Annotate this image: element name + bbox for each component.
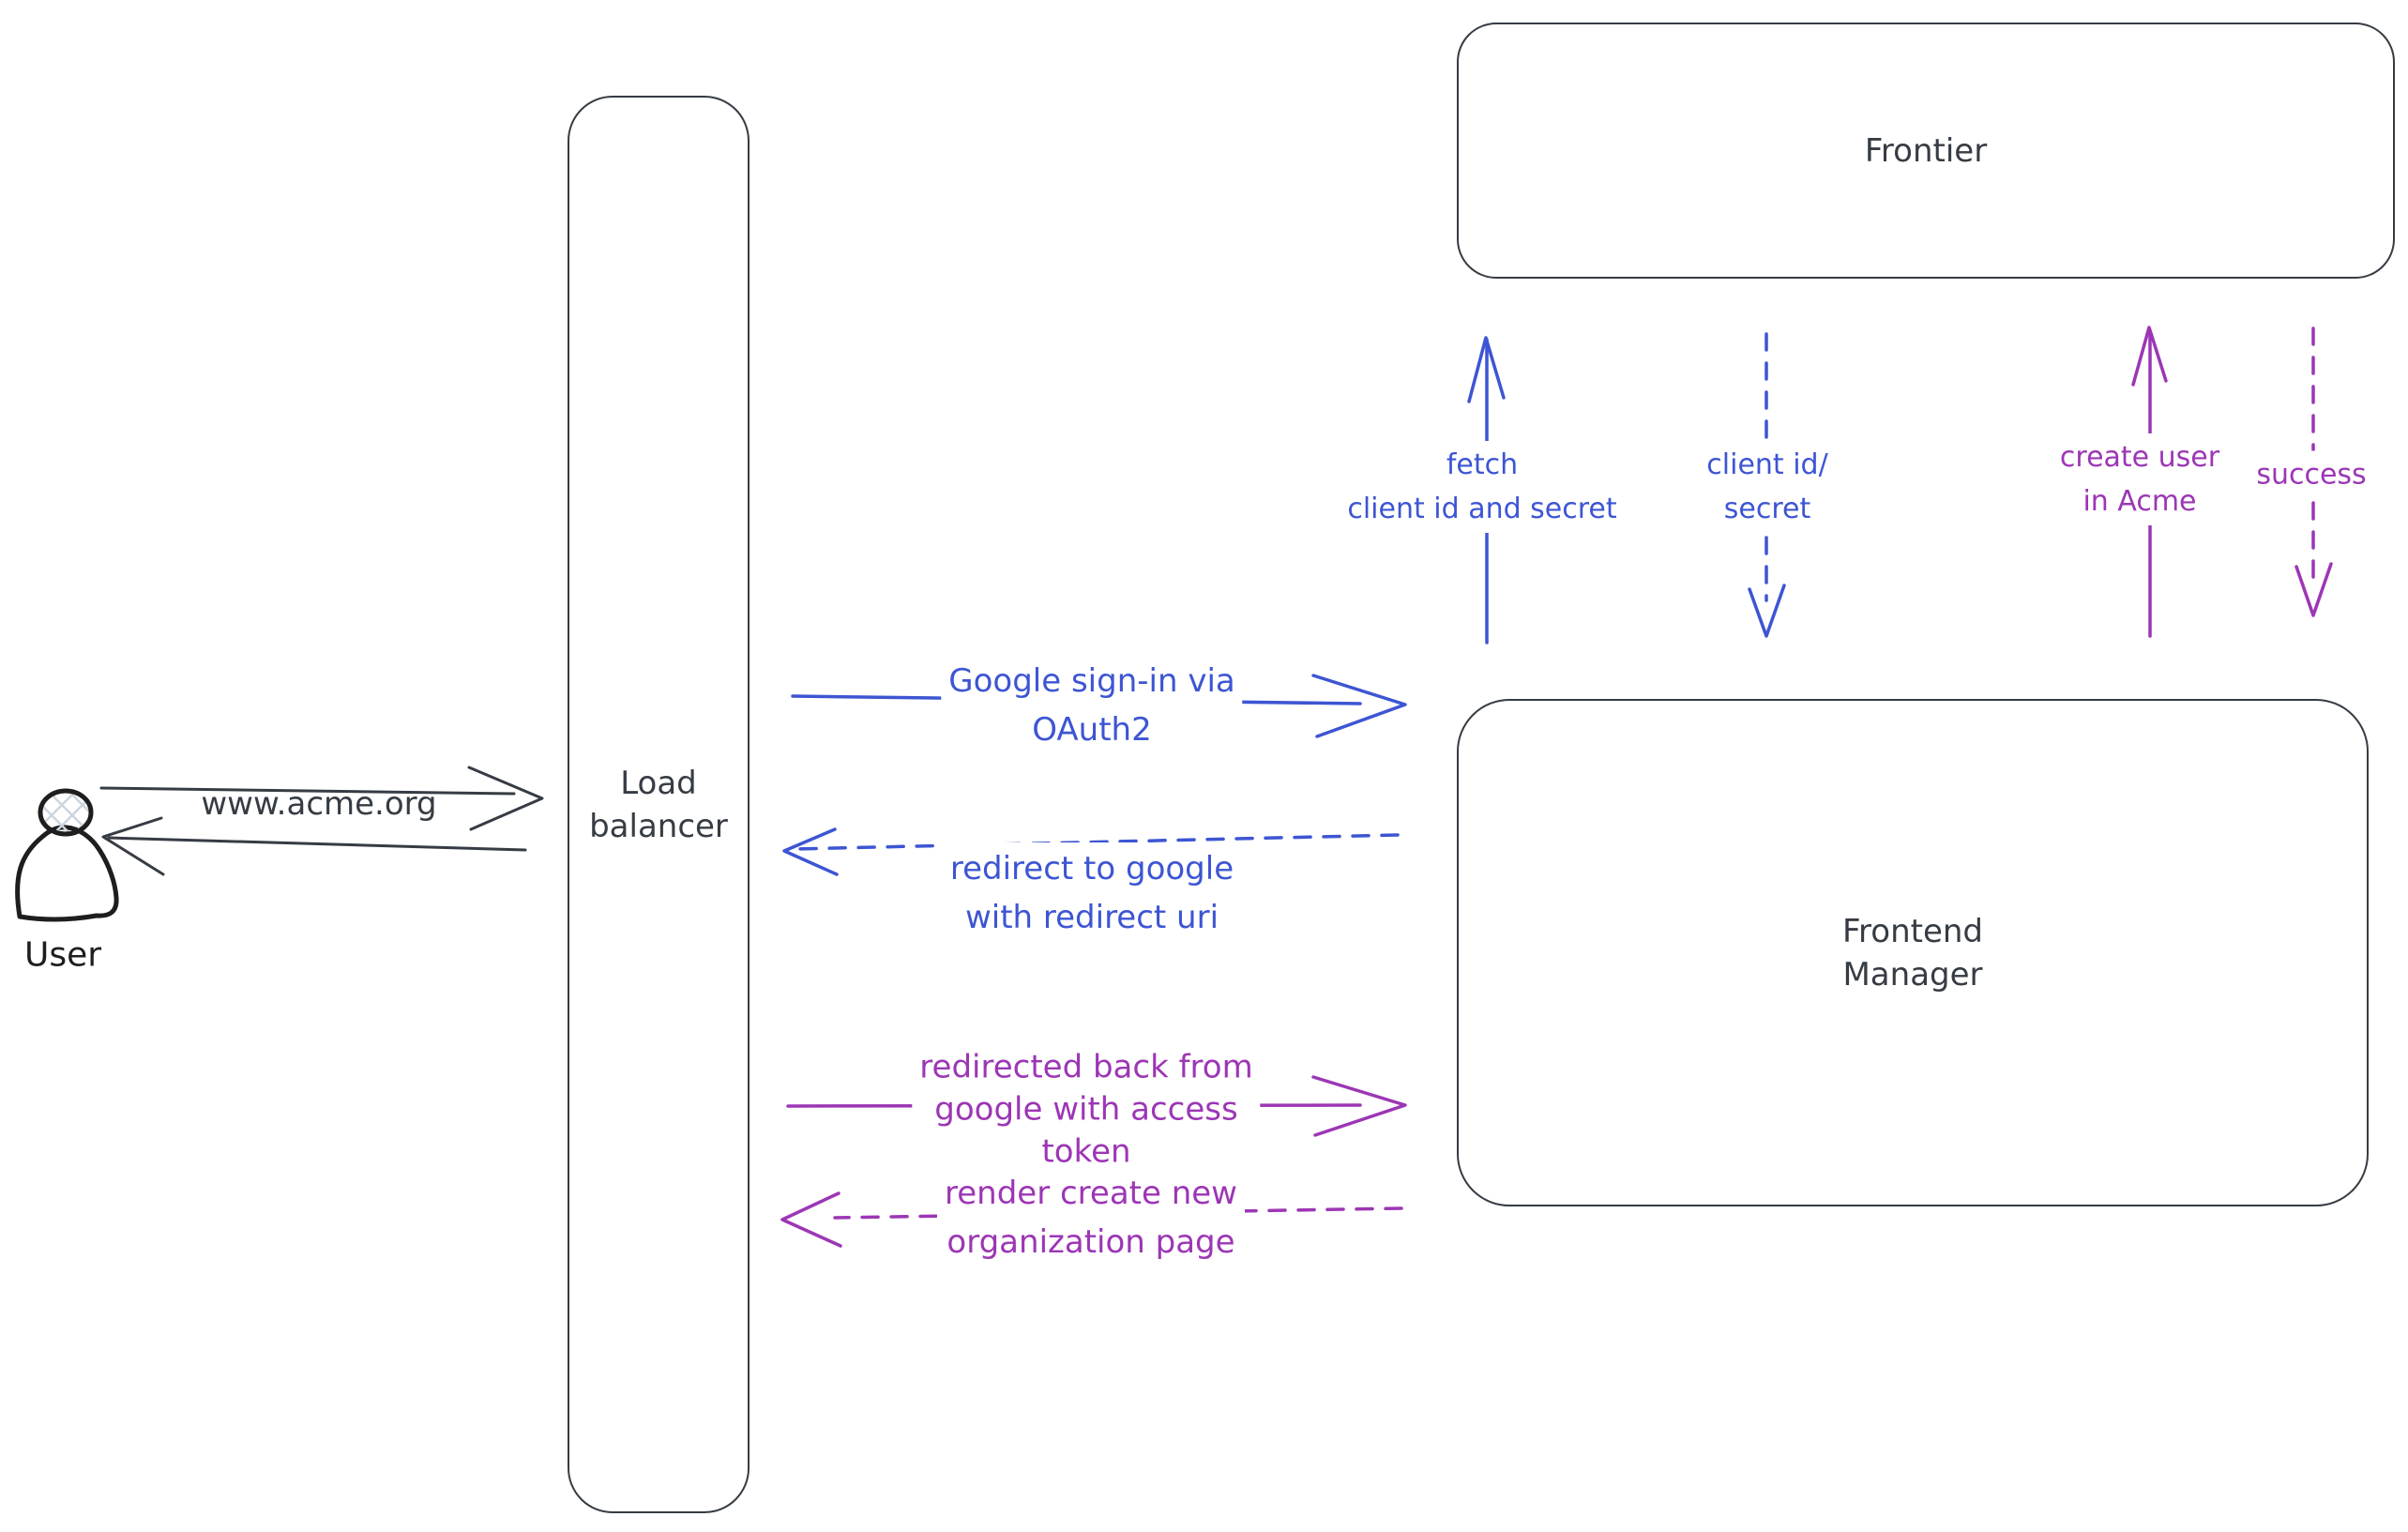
arrow-return-to-user xyxy=(101,816,527,876)
edge-label-www-acme: www.acme.org xyxy=(201,785,437,823)
edge-label-redirected-back: redirected back from google with access … xyxy=(912,1044,1261,1176)
arrow-redirect-google xyxy=(782,827,1400,876)
edge-label-client-id-secret: client id/ secret xyxy=(1699,441,1836,533)
edge-label-success: success xyxy=(2252,450,2370,499)
frontier-label: Frontier xyxy=(1864,131,1988,170)
arrow-www-acme xyxy=(99,766,544,831)
edge-label-create-user: create user in Acme xyxy=(2055,433,2224,525)
edge-label-render-org-page: render create new organization page xyxy=(937,1167,1245,1268)
user-figure-icon xyxy=(15,788,119,922)
node-frontend-manager: Frontend Manager xyxy=(1457,699,2369,1206)
arrow-render-org-page xyxy=(780,1191,1403,1248)
edge-label-fetch-client: fetch client id and secret xyxy=(1340,441,1625,533)
frontend-manager-label: Frontend Manager xyxy=(1841,912,1984,994)
load-balancer-label: Load balancer xyxy=(589,764,728,845)
user-label: User xyxy=(23,935,102,975)
edge-label-redirect-google: redirect to google with redirect uri xyxy=(942,842,1242,944)
node-load-balancer: Load balancer xyxy=(568,96,750,1513)
edge-label-google-signin: Google sign-in via OAuth2 xyxy=(941,655,1243,756)
node-frontier: Frontier xyxy=(1457,23,2395,279)
